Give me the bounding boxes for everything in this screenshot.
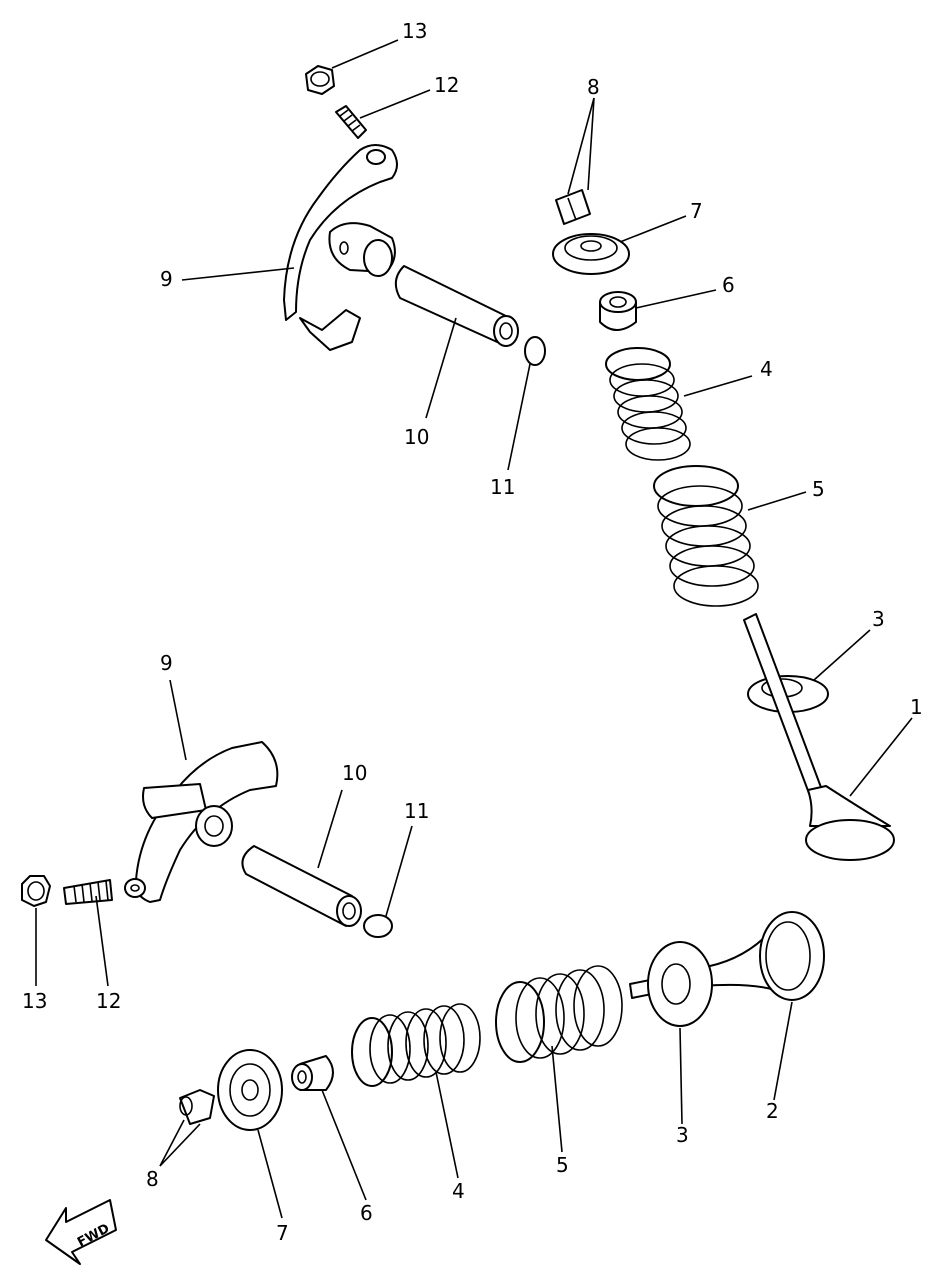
callout-upper-6: 6 [722,273,735,297]
upper-rocker-arm-9 [283,144,398,351]
callout-lower-7: 7 [276,1221,289,1245]
callout-upper-3: 3 [872,607,885,631]
callout-lower-3: 3 [676,1123,689,1147]
callout-upper-1: 1 [910,695,923,719]
callout-lower-13: 13 [22,989,47,1013]
lower-inner-spring-4 [351,1003,481,1087]
upper-spring-retainer-7 [552,233,630,275]
callout-upper-8: 8 [587,75,600,99]
callout-lower-4: 4 [452,1179,465,1203]
upper-outer-spring-5 [653,465,759,607]
callout-lower-11: 11 [404,799,429,823]
callout-upper-12: 12 [434,73,459,97]
callout-upper-11: 11 [490,475,515,499]
callout-lower-12: 12 [96,989,121,1013]
lower-rocker-arm-9 [124,741,279,903]
callout-numbers: 13 12 8 7 6 9 4 10 11 5 3 1 9 10 11 13 1… [22,19,923,1245]
upper-stem-seal-6 [599,291,637,331]
upper-o-ring-11 [524,336,546,366]
callout-upper-9: 9 [160,267,173,291]
upper-adjusting-screw-12 [335,105,367,139]
upper-locknut-13 [305,65,335,95]
lower-locknut-13 [21,875,51,907]
lower-adjusting-screw-12 [63,879,113,905]
callout-lower-10: 10 [342,761,367,785]
lower-valve-cotters-8 [179,1089,215,1125]
lower-o-ring-11 [363,914,393,938]
lower-stem-seal-6 [291,1055,334,1091]
upper-inner-spring-4 [605,347,691,461]
upper-rocker-shaft-10 [394,265,519,347]
lower-rocker-shaft-10 [241,845,362,927]
callout-upper-10: 10 [404,425,429,449]
leader-lines [35,39,913,1219]
upper-valve-1 [743,613,895,861]
forward-direction-arrow: FWD [45,1199,117,1265]
callout-upper-4: 4 [760,357,773,381]
callout-lower-2: 2 [766,1099,779,1123]
callout-upper-7: 7 [690,199,703,223]
lower-spring-seat-3 [647,941,713,1027]
lower-spring-retainer-7 [217,1049,283,1131]
lower-outer-spring-5 [495,965,623,1063]
callout-upper-5: 5 [812,477,825,501]
callout-lower-6: 6 [360,1201,373,1225]
callout-lower-8: 8 [146,1167,159,1191]
callout-upper-13: 13 [402,19,427,43]
upper-valve-cotters-8 [555,189,591,225]
callout-lower-5: 5 [556,1153,569,1177]
callout-lower-9: 9 [160,651,173,675]
